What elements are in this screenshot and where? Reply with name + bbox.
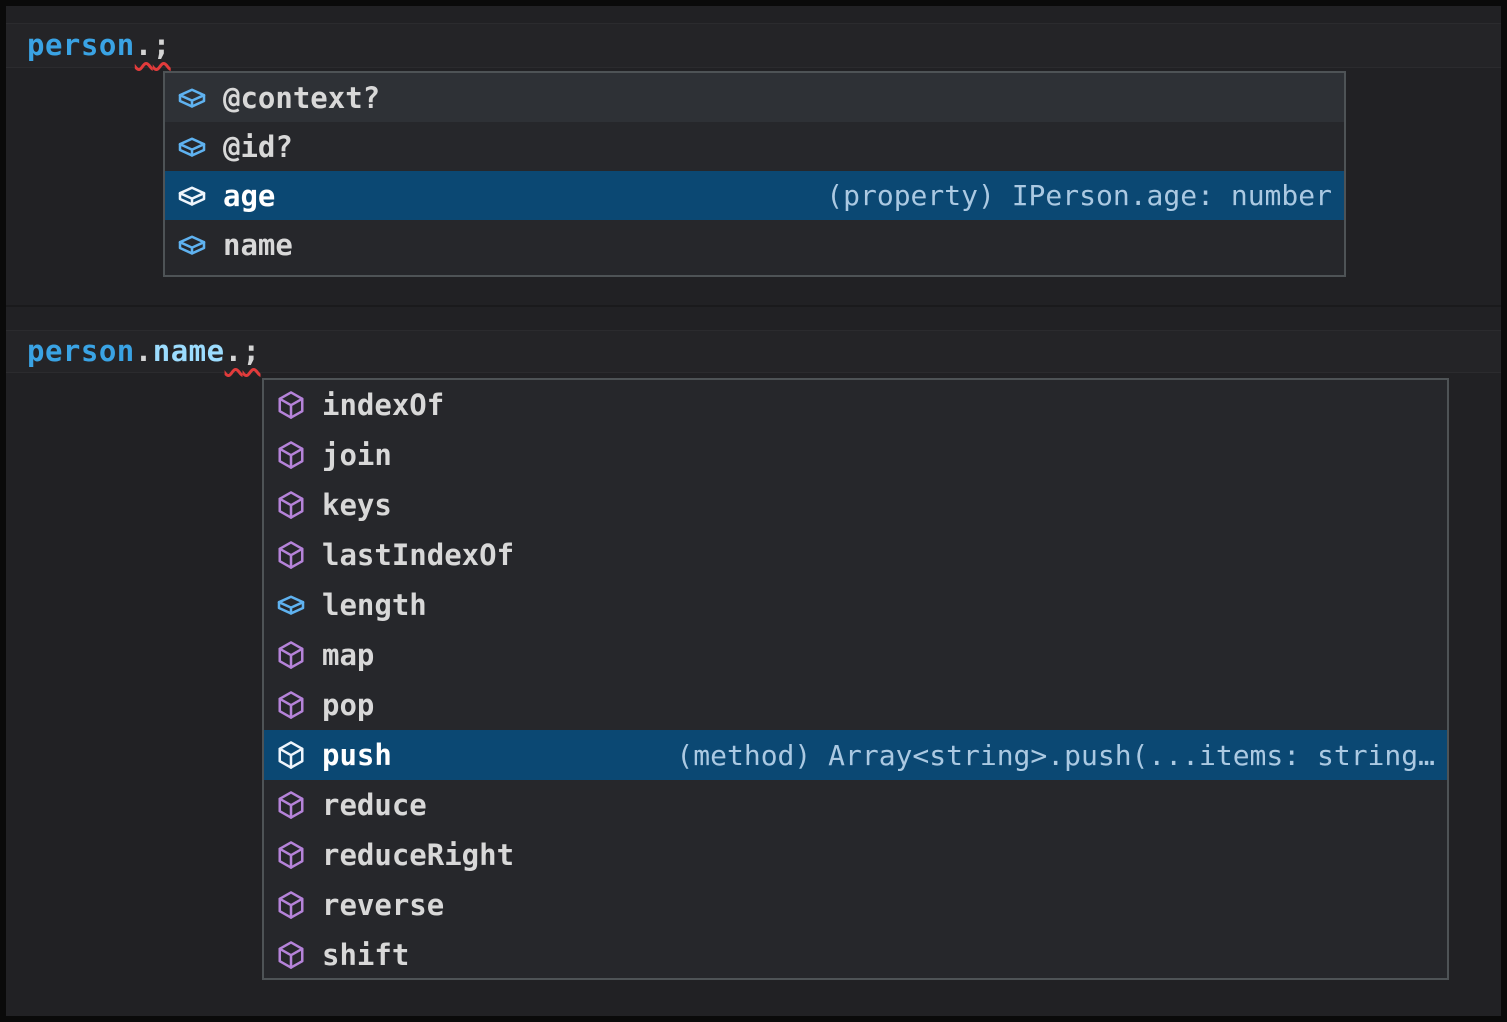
symbol-field-icon bbox=[276, 590, 306, 620]
symbol-field-icon bbox=[177, 83, 207, 113]
suggestion-label: @context? bbox=[223, 80, 381, 115]
suggestion-label: keys bbox=[322, 488, 392, 522]
code-token: ; bbox=[152, 28, 171, 62]
suggestion-item[interactable]: join bbox=[264, 430, 1447, 480]
suggestion-item[interactable]: age (property) IPerson.age: number bbox=[165, 171, 1344, 220]
symbol-method-icon bbox=[276, 940, 306, 970]
suggestion-item[interactable]: name bbox=[165, 220, 1344, 269]
suggestion-label: reduceRight bbox=[322, 838, 515, 872]
suggestion-label: name bbox=[223, 227, 293, 262]
symbol-method-icon bbox=[276, 740, 306, 770]
suggestion-label: reduce bbox=[322, 788, 427, 822]
symbol-field-icon bbox=[177, 181, 207, 211]
symbol-field-icon bbox=[177, 230, 207, 260]
suggestion-item[interactable]: pop bbox=[264, 680, 1447, 730]
suggestion-item[interactable]: reduce bbox=[264, 780, 1447, 830]
section-divider bbox=[6, 305, 1501, 307]
symbol-method-icon bbox=[276, 440, 306, 470]
suggest-widget-iperson: @context? @id? bbox=[163, 71, 1346, 277]
suggestion-detail: (method) Array<string>.push(...items: st… bbox=[676, 738, 1435, 772]
suggestion-item[interactable]: reverse bbox=[264, 880, 1447, 930]
symbol-method-icon bbox=[276, 640, 306, 670]
suggestion-item[interactable]: @context? bbox=[165, 73, 1344, 122]
suggestion-label: @id? bbox=[223, 129, 293, 164]
suggestion-item[interactable]: map bbox=[264, 630, 1447, 680]
suggestion-item[interactable]: push (method) Array<string>.push(...item… bbox=[264, 730, 1447, 780]
suggestion-label: lastIndexOf bbox=[322, 538, 515, 572]
symbol-method-icon bbox=[276, 390, 306, 420]
editor-surface[interactable]: person.; @context? bbox=[6, 6, 1501, 1016]
symbol-method-icon bbox=[276, 540, 306, 570]
code-token: . bbox=[134, 28, 153, 62]
suggestion-label: push bbox=[322, 738, 392, 772]
current-line-highlight bbox=[6, 330, 1501, 373]
suggestion-detail: (property) IPerson.age: number bbox=[826, 179, 1332, 212]
symbol-method-icon bbox=[276, 840, 306, 870]
symbol-method-icon bbox=[276, 490, 306, 520]
suggestion-item[interactable]: @id? bbox=[165, 122, 1344, 171]
suggestion-label: map bbox=[322, 638, 375, 672]
code-line-person-name[interactable]: person.name.; bbox=[27, 330, 261, 373]
suggestion-label: shift bbox=[322, 938, 410, 972]
code-token: person bbox=[27, 334, 135, 368]
suggestion-label: pop bbox=[322, 688, 375, 722]
code-token: . bbox=[224, 334, 243, 368]
suggestion-item[interactable]: keys bbox=[264, 480, 1447, 530]
suggestion-item[interactable]: indexOf bbox=[264, 380, 1447, 430]
suggestion-label: age bbox=[223, 178, 276, 213]
suggestion-item[interactable]: shift bbox=[264, 930, 1447, 980]
code-line-person[interactable]: person.; bbox=[27, 23, 171, 68]
code-token: . bbox=[134, 334, 153, 368]
symbol-method-icon bbox=[276, 890, 306, 920]
suggest-widget-string-methods: indexOf join bbox=[262, 378, 1449, 980]
suggestion-item[interactable]: reduceRight bbox=[264, 830, 1447, 880]
code-token: ; bbox=[242, 334, 261, 368]
suggestion-item[interactable]: length bbox=[264, 580, 1447, 630]
code-token: person bbox=[27, 28, 135, 62]
suggestion-label: join bbox=[322, 438, 392, 472]
suggestion-item[interactable]: lastIndexOf bbox=[264, 530, 1447, 580]
suggestion-label: indexOf bbox=[322, 388, 445, 422]
suggestion-label: length bbox=[322, 588, 427, 622]
symbol-method-icon bbox=[276, 790, 306, 820]
symbol-field-icon bbox=[177, 132, 207, 162]
symbol-method-icon bbox=[276, 690, 306, 720]
current-line-highlight bbox=[6, 23, 1501, 68]
code-token: name bbox=[152, 334, 225, 368]
suggestion-label: reverse bbox=[322, 888, 445, 922]
